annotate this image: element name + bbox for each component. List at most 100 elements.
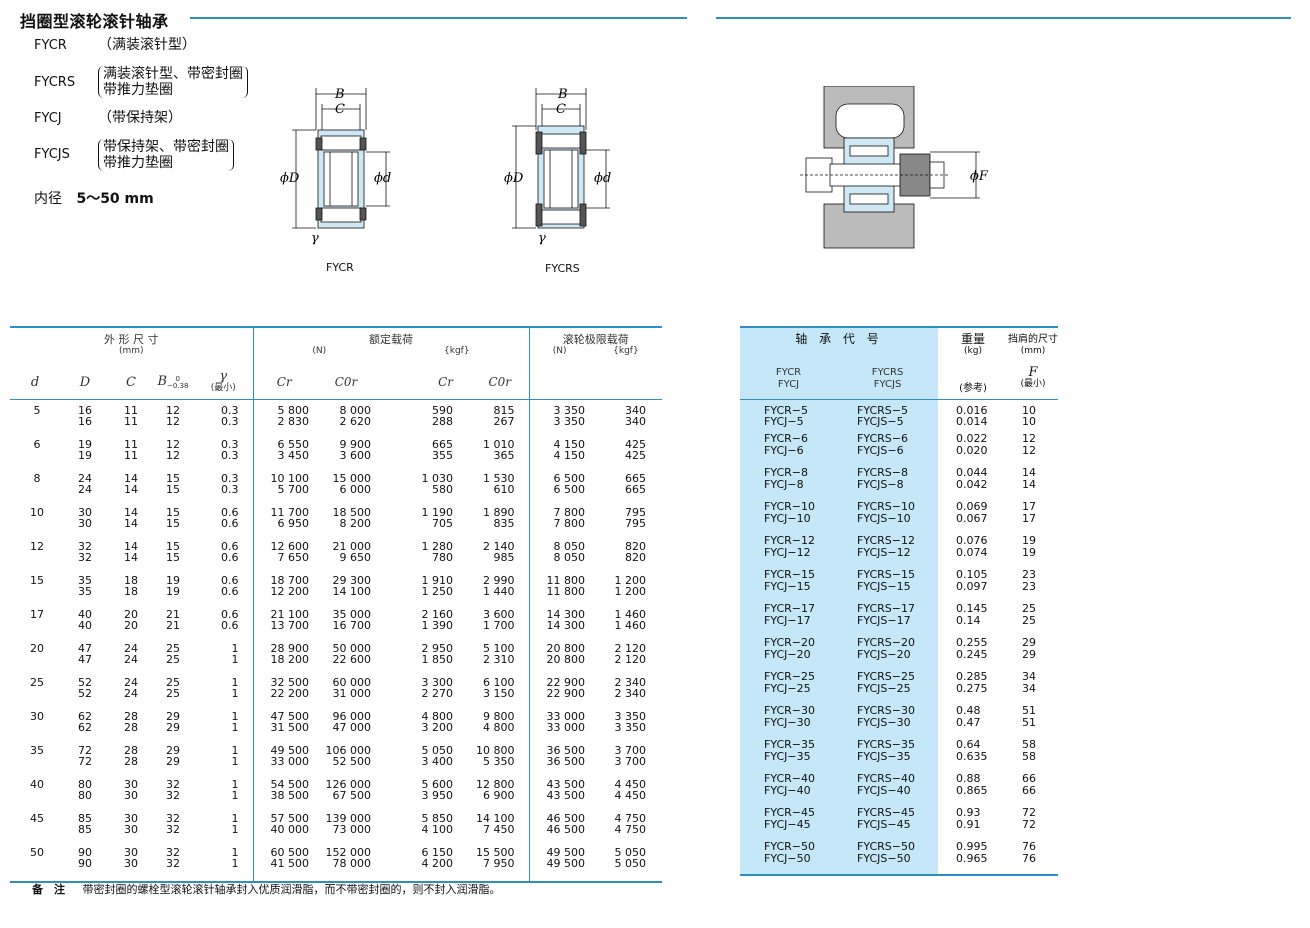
cell-line: 36 500 bbox=[546, 755, 586, 768]
cell-line: FYCRS−45 bbox=[857, 806, 915, 819]
cell-d: 12 bbox=[30, 539, 44, 553]
cell-line: 139 000 bbox=[325, 811, 372, 825]
cell-line: 3 600 bbox=[483, 607, 515, 621]
cell-line: 106 000 bbox=[325, 743, 372, 757]
cell-line: 1 bbox=[231, 653, 239, 666]
cell-line: 25 bbox=[166, 687, 180, 700]
cell-line: FYCR−15 bbox=[764, 568, 815, 581]
cell-d: 40 bbox=[30, 777, 44, 791]
cell-line: 47 500 bbox=[270, 709, 310, 723]
cell-line: 11 bbox=[124, 415, 138, 428]
cell-line: 60 500 bbox=[270, 845, 310, 859]
header-limit-title: 滚轮极限载荷 bbox=[562, 333, 629, 346]
cell-line: 580 bbox=[432, 483, 453, 496]
cell-line: 9 800 bbox=[483, 709, 515, 723]
cell-line: 0.88 bbox=[956, 772, 981, 785]
header-shoulder-F: F (最小) bbox=[1008, 366, 1058, 399]
cell-line: 78 000 bbox=[332, 857, 372, 870]
cell-line: 12 bbox=[1022, 443, 1036, 457]
cell-line: 425 bbox=[625, 449, 646, 462]
cell-line: 24 bbox=[78, 483, 92, 496]
cell-line: 6 900 bbox=[483, 789, 515, 802]
cell-line: 14 300 bbox=[546, 619, 586, 632]
cell-line: 24 bbox=[124, 641, 138, 655]
cell-line: 10 bbox=[1022, 403, 1036, 417]
cell-line: 40 bbox=[78, 619, 92, 632]
cell-line: FYCR−10 bbox=[764, 500, 815, 513]
cell-line: 340 bbox=[625, 415, 646, 428]
cell-line: 20 bbox=[124, 607, 138, 621]
cell-d: 15 bbox=[30, 573, 44, 587]
cell-line: 0.91 bbox=[956, 817, 981, 831]
cell-line: 0.285 bbox=[956, 670, 988, 683]
cell-line: 19 bbox=[1022, 534, 1036, 547]
cell-line: 14 bbox=[124, 539, 138, 553]
header-loads: 额定载荷 (N) {kgf} bbox=[253, 327, 530, 367]
cell-line: FYCR−45 bbox=[764, 806, 815, 819]
cell-line: 8 000 bbox=[339, 403, 372, 417]
cell-line: FYCJ−8 bbox=[764, 477, 804, 491]
cell-line: 0.3 bbox=[221, 437, 239, 451]
cell-line: 4 800 bbox=[483, 721, 515, 734]
header-dims-unit: (mm) bbox=[118, 345, 144, 356]
cell-line: FYCR−6 bbox=[764, 432, 808, 445]
dim-label-C: C bbox=[335, 102, 345, 117]
cell-line: 0.245 bbox=[956, 647, 988, 661]
cell-line: 12 bbox=[166, 415, 180, 428]
cell-line: 14 bbox=[124, 517, 138, 530]
cell-line: 29 bbox=[1022, 636, 1036, 649]
cell-line: 17 bbox=[1022, 500, 1036, 513]
cell-line: 4 750 bbox=[614, 823, 647, 836]
cell-line: 31 000 bbox=[332, 687, 372, 700]
header-col-B-label: B bbox=[157, 373, 168, 389]
cell-line: 43 500 bbox=[546, 777, 586, 791]
cell-line: 1 910 bbox=[421, 573, 454, 587]
cell-line: 6 500 bbox=[553, 483, 586, 496]
cell-line: 2 340 bbox=[614, 675, 647, 689]
cell-line: 85 bbox=[78, 811, 92, 825]
cell-line: 18 500 bbox=[332, 505, 372, 519]
cell-line: 34 bbox=[1022, 670, 1036, 683]
cell-line: 25 bbox=[166, 641, 180, 655]
type-desc-fycr: （满装滚针型） bbox=[98, 37, 196, 53]
cell-line: FYCJ−45 bbox=[764, 817, 811, 831]
dim-label-D: ϕD bbox=[280, 171, 300, 186]
cell-line: 4 750 bbox=[614, 811, 647, 825]
cell-line: 1 bbox=[231, 641, 239, 655]
cell-line: FYCR−12 bbox=[764, 534, 815, 547]
cell-line: 28 bbox=[124, 721, 138, 734]
cell-line: 40 000 bbox=[270, 823, 310, 836]
